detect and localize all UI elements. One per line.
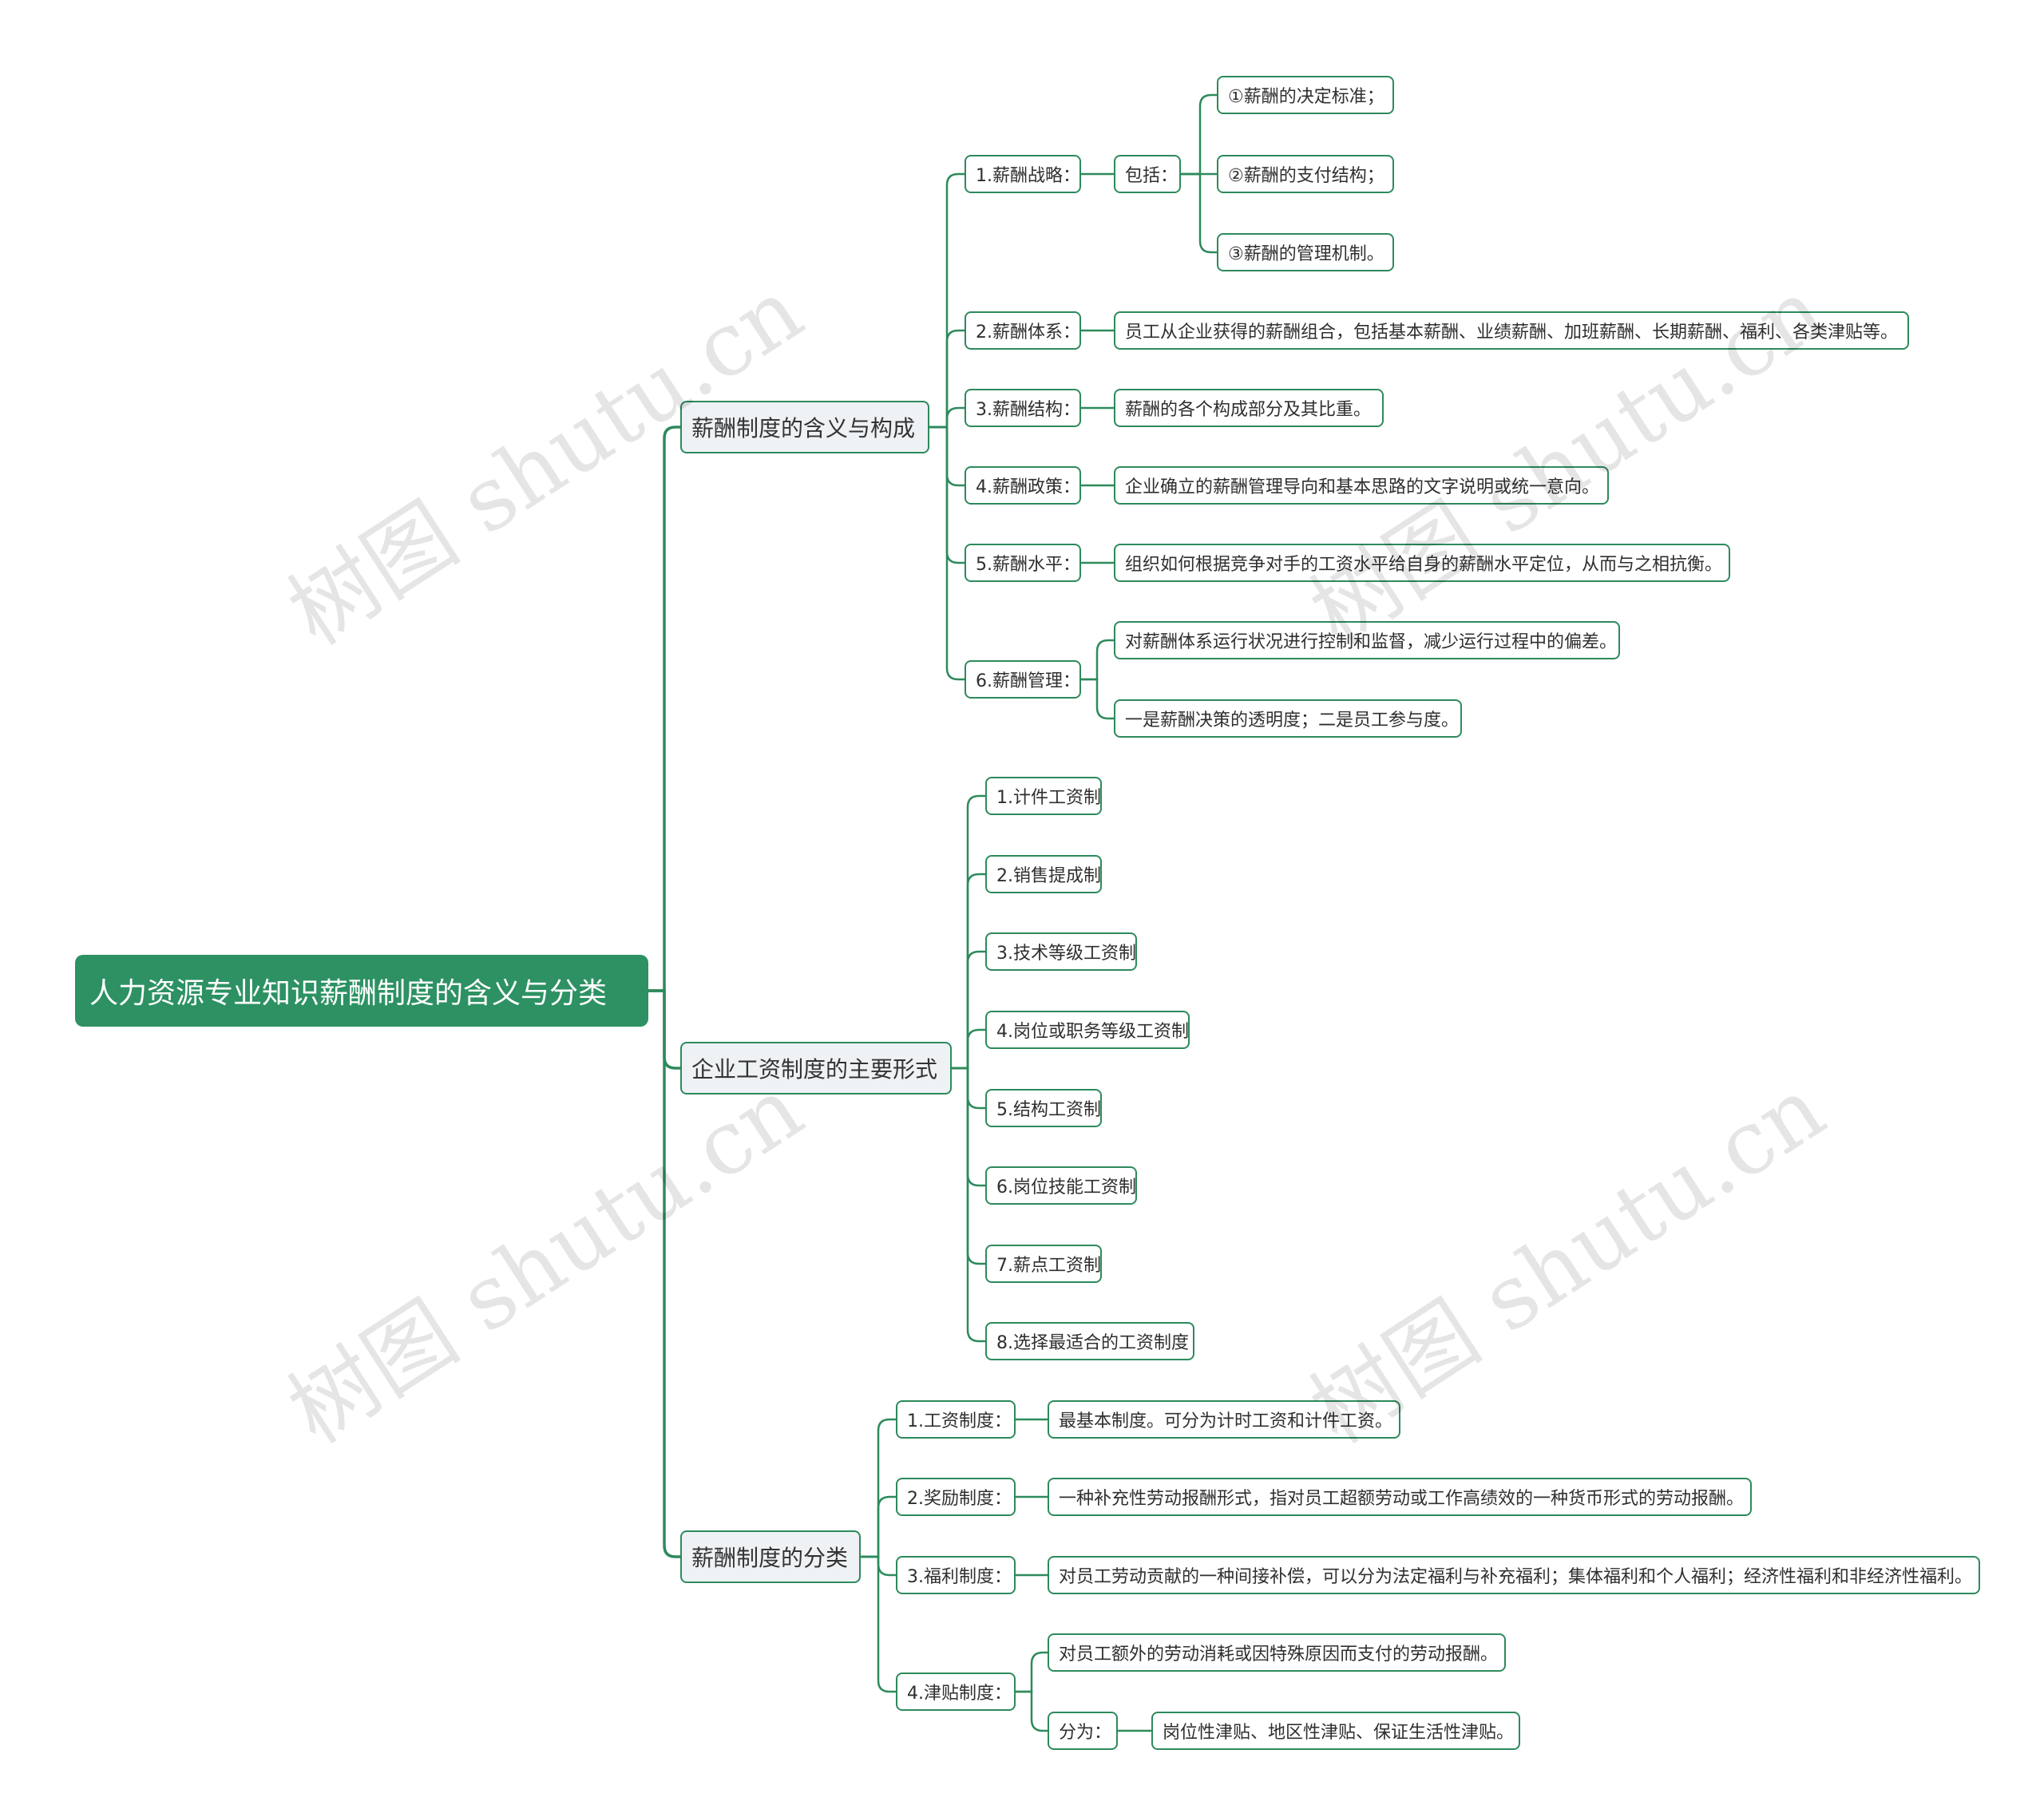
b3-item-wage[interactable]: 1.工资制度： <box>896 1400 1016 1439</box>
b2-item-5[interactable]: 5.结构工资制 <box>985 1089 1102 1127</box>
connector-line <box>950 1067 987 1343</box>
b1-item-management[interactable]: 6.薪酬管理： <box>965 660 1081 699</box>
connector-line <box>1179 172 1218 254</box>
branch-classification[interactable]: 薪酬制度的分类 <box>680 1530 861 1583</box>
connector-line <box>950 873 987 1070</box>
b1-level-detail[interactable]: 组织如何根据竞争对手的工资水平给自身的薪酬水平定位，从而与之相抗衡。 <box>1114 544 1730 582</box>
b1-item-level[interactable]: 5.薪酬水平： <box>965 544 1081 582</box>
connector-line <box>859 1495 897 1558</box>
b1-strategy-leaf-1[interactable]: ①薪酬的决定标准； <box>1217 76 1394 114</box>
b2-item-1[interactable]: 1.计件工资制 <box>985 777 1102 815</box>
connector-line <box>950 950 987 1070</box>
b3-allowance-divided-detail[interactable]: 岗位性津贴、地区性津贴、保证生活性津贴。 <box>1151 1712 1520 1750</box>
branch-main-forms[interactable]: 企业工资制度的主要形式 <box>680 1042 952 1095</box>
connector-line <box>928 426 966 681</box>
b2-item-6[interactable]: 6.岗位技能工资制 <box>985 1166 1137 1205</box>
b1-strategy-leaf-2[interactable]: ②薪酬的支付结构； <box>1217 155 1394 193</box>
b3-item-allowance[interactable]: 4.津贴制度： <box>896 1673 1016 1711</box>
connector-line <box>928 406 966 429</box>
connector-line <box>647 426 682 992</box>
b1-item-policy[interactable]: 4.薪酬政策： <box>965 466 1081 505</box>
b2-item-8[interactable]: 8.选择最适合的工资制度 <box>985 1322 1194 1360</box>
connector-line <box>1014 1690 1049 1732</box>
connector-line <box>1079 639 1115 681</box>
connector-line <box>1014 1651 1049 1693</box>
connector-line <box>950 1028 987 1070</box>
b1-item-system[interactable]: 2.薪酬体系： <box>965 311 1081 350</box>
b2-item-7[interactable]: 7.薪点工资制 <box>985 1245 1102 1283</box>
b2-item-4[interactable]: 4.岗位或职务等级工资制 <box>985 1011 1190 1049</box>
b1-strategy-includes[interactable]: 包括： <box>1114 155 1181 193</box>
connector-line <box>1079 678 1115 720</box>
connector-line <box>950 794 987 1070</box>
b3-item-welfare[interactable]: 3.福利制度： <box>896 1556 1016 1594</box>
b1-item-structure[interactable]: 3.薪酬结构： <box>965 389 1081 427</box>
b3-allowance-detail[interactable]: 对员工额外的劳动消耗或因特殊原因而支付的劳动报酬。 <box>1048 1633 1506 1672</box>
connector-line <box>859 1555 897 1693</box>
connector-line <box>928 172 966 429</box>
b1-management-detail-1[interactable]: 对薪酬体系运行状况进行控制和监督，减少运行过程中的偏差。 <box>1114 621 1620 659</box>
connector-line <box>859 1418 897 1558</box>
b1-policy-detail[interactable]: 企业确立的薪酬管理导向和基本思路的文字说明或统一意向。 <box>1114 466 1609 505</box>
b1-management-detail-2[interactable]: 一是薪酬决策的透明度；二是员工参与度。 <box>1114 699 1462 738</box>
connector-line <box>928 329 966 429</box>
b1-item-strategy[interactable]: 1.薪酬战略： <box>965 155 1081 193</box>
b3-welfare-detail[interactable]: 对员工劳动贡献的一种间接补偿，可以分为法定福利与补充福利；集体福利和个人福利；经… <box>1048 1556 1980 1594</box>
b1-structure-detail[interactable]: 薪酬的各个构成部分及其比重。 <box>1114 389 1384 427</box>
b3-item-reward[interactable]: 2.奖励制度： <box>896 1478 1016 1516</box>
b2-item-3[interactable]: 3.技术等级工资制 <box>985 932 1137 971</box>
b2-item-2[interactable]: 2.销售提成制 <box>985 855 1102 893</box>
connector-line <box>1179 93 1218 176</box>
branch-meaning-composition[interactable]: 薪酬制度的含义与构成 <box>680 401 929 453</box>
b1-system-detail[interactable]: 员工从企业获得的薪酬组合，包括基本薪酬、业绩薪酬、加班薪酬、长期薪酬、福利、各类… <box>1114 311 1909 350</box>
connector-line <box>647 989 682 1558</box>
b1-strategy-leaf-3[interactable]: ③薪酬的管理机制。 <box>1217 233 1394 271</box>
b3-reward-detail[interactable]: 一种补充性劳动报酬形式，指对员工超额劳动或工作高绩效的一种货币形式的劳动报酬。 <box>1048 1478 1752 1516</box>
b3-wage-detail[interactable]: 最基本制度。可分为计时工资和计件工资。 <box>1048 1400 1400 1439</box>
b3-allowance-divided[interactable]: 分为： <box>1048 1712 1118 1750</box>
root-topic[interactable]: 人力资源专业知识薪酬制度的含义与分类 <box>75 955 648 1027</box>
